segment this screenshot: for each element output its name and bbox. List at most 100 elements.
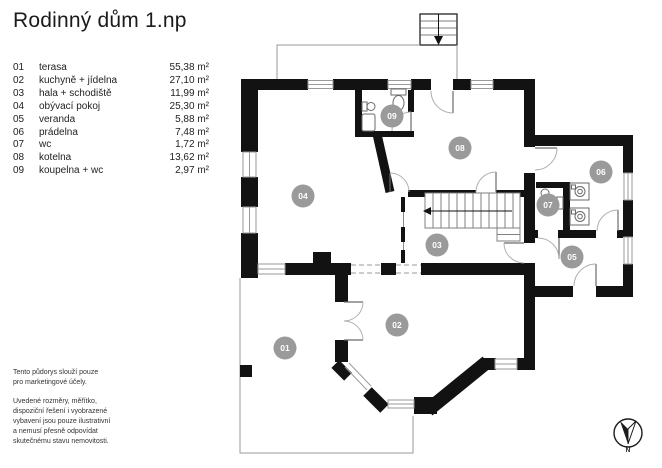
room-label-04: 04 bbox=[291, 184, 315, 208]
sink-icon bbox=[361, 101, 376, 112]
room-label-circle bbox=[425, 233, 449, 257]
disclaimer-paragraph-2: Uvedené rozměry, měřítko, dispoziční řeše… bbox=[13, 397, 110, 447]
legend-row: 04 obývací pokoj 25,30 m² bbox=[13, 101, 209, 114]
room-label-01: 01 bbox=[273, 336, 297, 360]
window-icon bbox=[494, 358, 518, 370]
legend-row: 01 terasa 55,38 m² bbox=[13, 62, 209, 75]
room-number-text: 07 bbox=[543, 200, 553, 210]
door-hall-veranda bbox=[503, 242, 525, 264]
bathtub-icon bbox=[361, 113, 376, 132]
porch-outline bbox=[276, 44, 458, 79]
north-compass-icon: N bbox=[613, 418, 643, 454]
door-veranda-wc bbox=[537, 237, 560, 260]
door-veranda-laundry bbox=[596, 209, 619, 232]
room-label-circle bbox=[448, 136, 472, 160]
window-icon bbox=[307, 80, 334, 89]
legend-room-number: 08 bbox=[13, 152, 25, 164]
door-entrance bbox=[430, 90, 454, 114]
room-number-text: 05 bbox=[567, 252, 577, 262]
room-label-circle bbox=[536, 193, 560, 217]
legend-row: 08 kotelna 13,62 m² bbox=[13, 152, 209, 165]
washing-machine-icon bbox=[569, 207, 590, 226]
disclaimer-line: a nemusí přesně odpovídat bbox=[13, 428, 98, 435]
legend-room-number: 04 bbox=[13, 100, 25, 112]
legend-room-area: 7,48 m² bbox=[175, 126, 209, 138]
room-label-09: 09 bbox=[380, 104, 404, 128]
legend-room-area: 5,88 m² bbox=[175, 113, 209, 125]
legend-room-area: 55,38 m² bbox=[169, 62, 209, 73]
washing-machine-icon bbox=[569, 182, 590, 201]
legend-room-name: veranda bbox=[39, 113, 76, 125]
room-number-text: 03 bbox=[432, 240, 442, 250]
room-labels: 01 02 03 04 05 06 07 08 09 bbox=[273, 104, 613, 360]
legend-room-area: 25,30 m² bbox=[169, 100, 209, 112]
disclaimer-line: dispoziční řešení i vyobrazené bbox=[13, 408, 108, 415]
window-icon bbox=[242, 206, 257, 234]
legend-room-number: 01 bbox=[13, 62, 25, 73]
legend-row: 07 wc 1,72 m² bbox=[13, 139, 209, 152]
window-icon bbox=[242, 151, 257, 178]
legend-room-name: wc bbox=[39, 139, 52, 151]
room-number-text: 08 bbox=[455, 143, 465, 153]
room-number-text: 01 bbox=[280, 343, 290, 353]
room-label-circle bbox=[385, 313, 409, 337]
room-label-circle bbox=[560, 245, 584, 269]
windows bbox=[242, 80, 633, 409]
room-label-02: 02 bbox=[385, 313, 409, 337]
legend-room-area: 27,10 m² bbox=[169, 74, 209, 86]
doors bbox=[343, 90, 619, 341]
staircase-icon bbox=[423, 192, 521, 242]
terrace-pillar bbox=[240, 365, 252, 377]
compass-north-label: N bbox=[626, 447, 631, 454]
door-boiler-stairs bbox=[475, 171, 497, 193]
legend-room-name: hala + schodiště bbox=[39, 87, 112, 99]
window-icon bbox=[387, 80, 412, 89]
room-label-03: 03 bbox=[425, 233, 449, 257]
disclaimer-paragraph-1: Tento půdorys slouží pouze pro marketingo… bbox=[13, 368, 110, 388]
exterior-stairs-icon bbox=[419, 13, 458, 46]
room-label-08: 08 bbox=[448, 136, 472, 160]
room-number-text: 04 bbox=[298, 191, 308, 201]
room-label-circle bbox=[380, 104, 404, 128]
disclaimer-line: skutečnému stavu nemovitosti. bbox=[13, 438, 109, 445]
room-label-circle bbox=[291, 184, 315, 208]
legend-room-number: 09 bbox=[13, 165, 25, 177]
legend-room-name: prádelna bbox=[39, 126, 78, 138]
page-title: Rodinný dům 1.np bbox=[13, 9, 187, 32]
window-icon bbox=[387, 399, 415, 409]
disclaimer-line: Tento půdorys slouží pouze bbox=[13, 369, 99, 376]
disclaimer-line: vybavení jsou pouze ilustrativní bbox=[13, 418, 111, 425]
door-boiler-laundry bbox=[534, 147, 558, 171]
room-label-07: 07 bbox=[536, 193, 560, 217]
room-number-text: 09 bbox=[387, 111, 397, 121]
french-door-terrace bbox=[343, 301, 364, 341]
room-number-text: 02 bbox=[392, 320, 402, 330]
room-label-circle bbox=[589, 160, 613, 184]
room-label-circle bbox=[273, 336, 297, 360]
legend-room-name: kotelna bbox=[39, 152, 72, 164]
window-icon bbox=[623, 172, 633, 201]
disclaimer-line: Uvedené rozměry, měřítko, bbox=[13, 398, 97, 405]
window-icon bbox=[470, 80, 494, 89]
terrace-outline bbox=[239, 278, 414, 454]
door-veranda-exit bbox=[573, 263, 597, 287]
legend-room-name: terasa bbox=[39, 62, 67, 73]
legend-room-number: 02 bbox=[13, 74, 25, 86]
legend-room-name: obývací pokoj bbox=[39, 100, 101, 112]
legend-room-area: 1,72 m² bbox=[175, 139, 209, 151]
legend-room-area: 13,62 m² bbox=[169, 152, 209, 164]
disclaimer-line: pro marketingové účely. bbox=[13, 379, 87, 386]
legend-room-number: 07 bbox=[13, 139, 25, 151]
legend-room-number: 03 bbox=[13, 87, 25, 99]
legend-room-area: 11,99 m² bbox=[170, 87, 209, 99]
dashed-openings bbox=[351, 264, 421, 274]
room-label-06: 06 bbox=[589, 160, 613, 184]
legend-room-number: 06 bbox=[13, 126, 25, 138]
disclaimer-text: Tento půdorys slouží pouze pro marketingo… bbox=[13, 368, 110, 456]
legend-room-area: 2,97 m² bbox=[175, 165, 209, 177]
